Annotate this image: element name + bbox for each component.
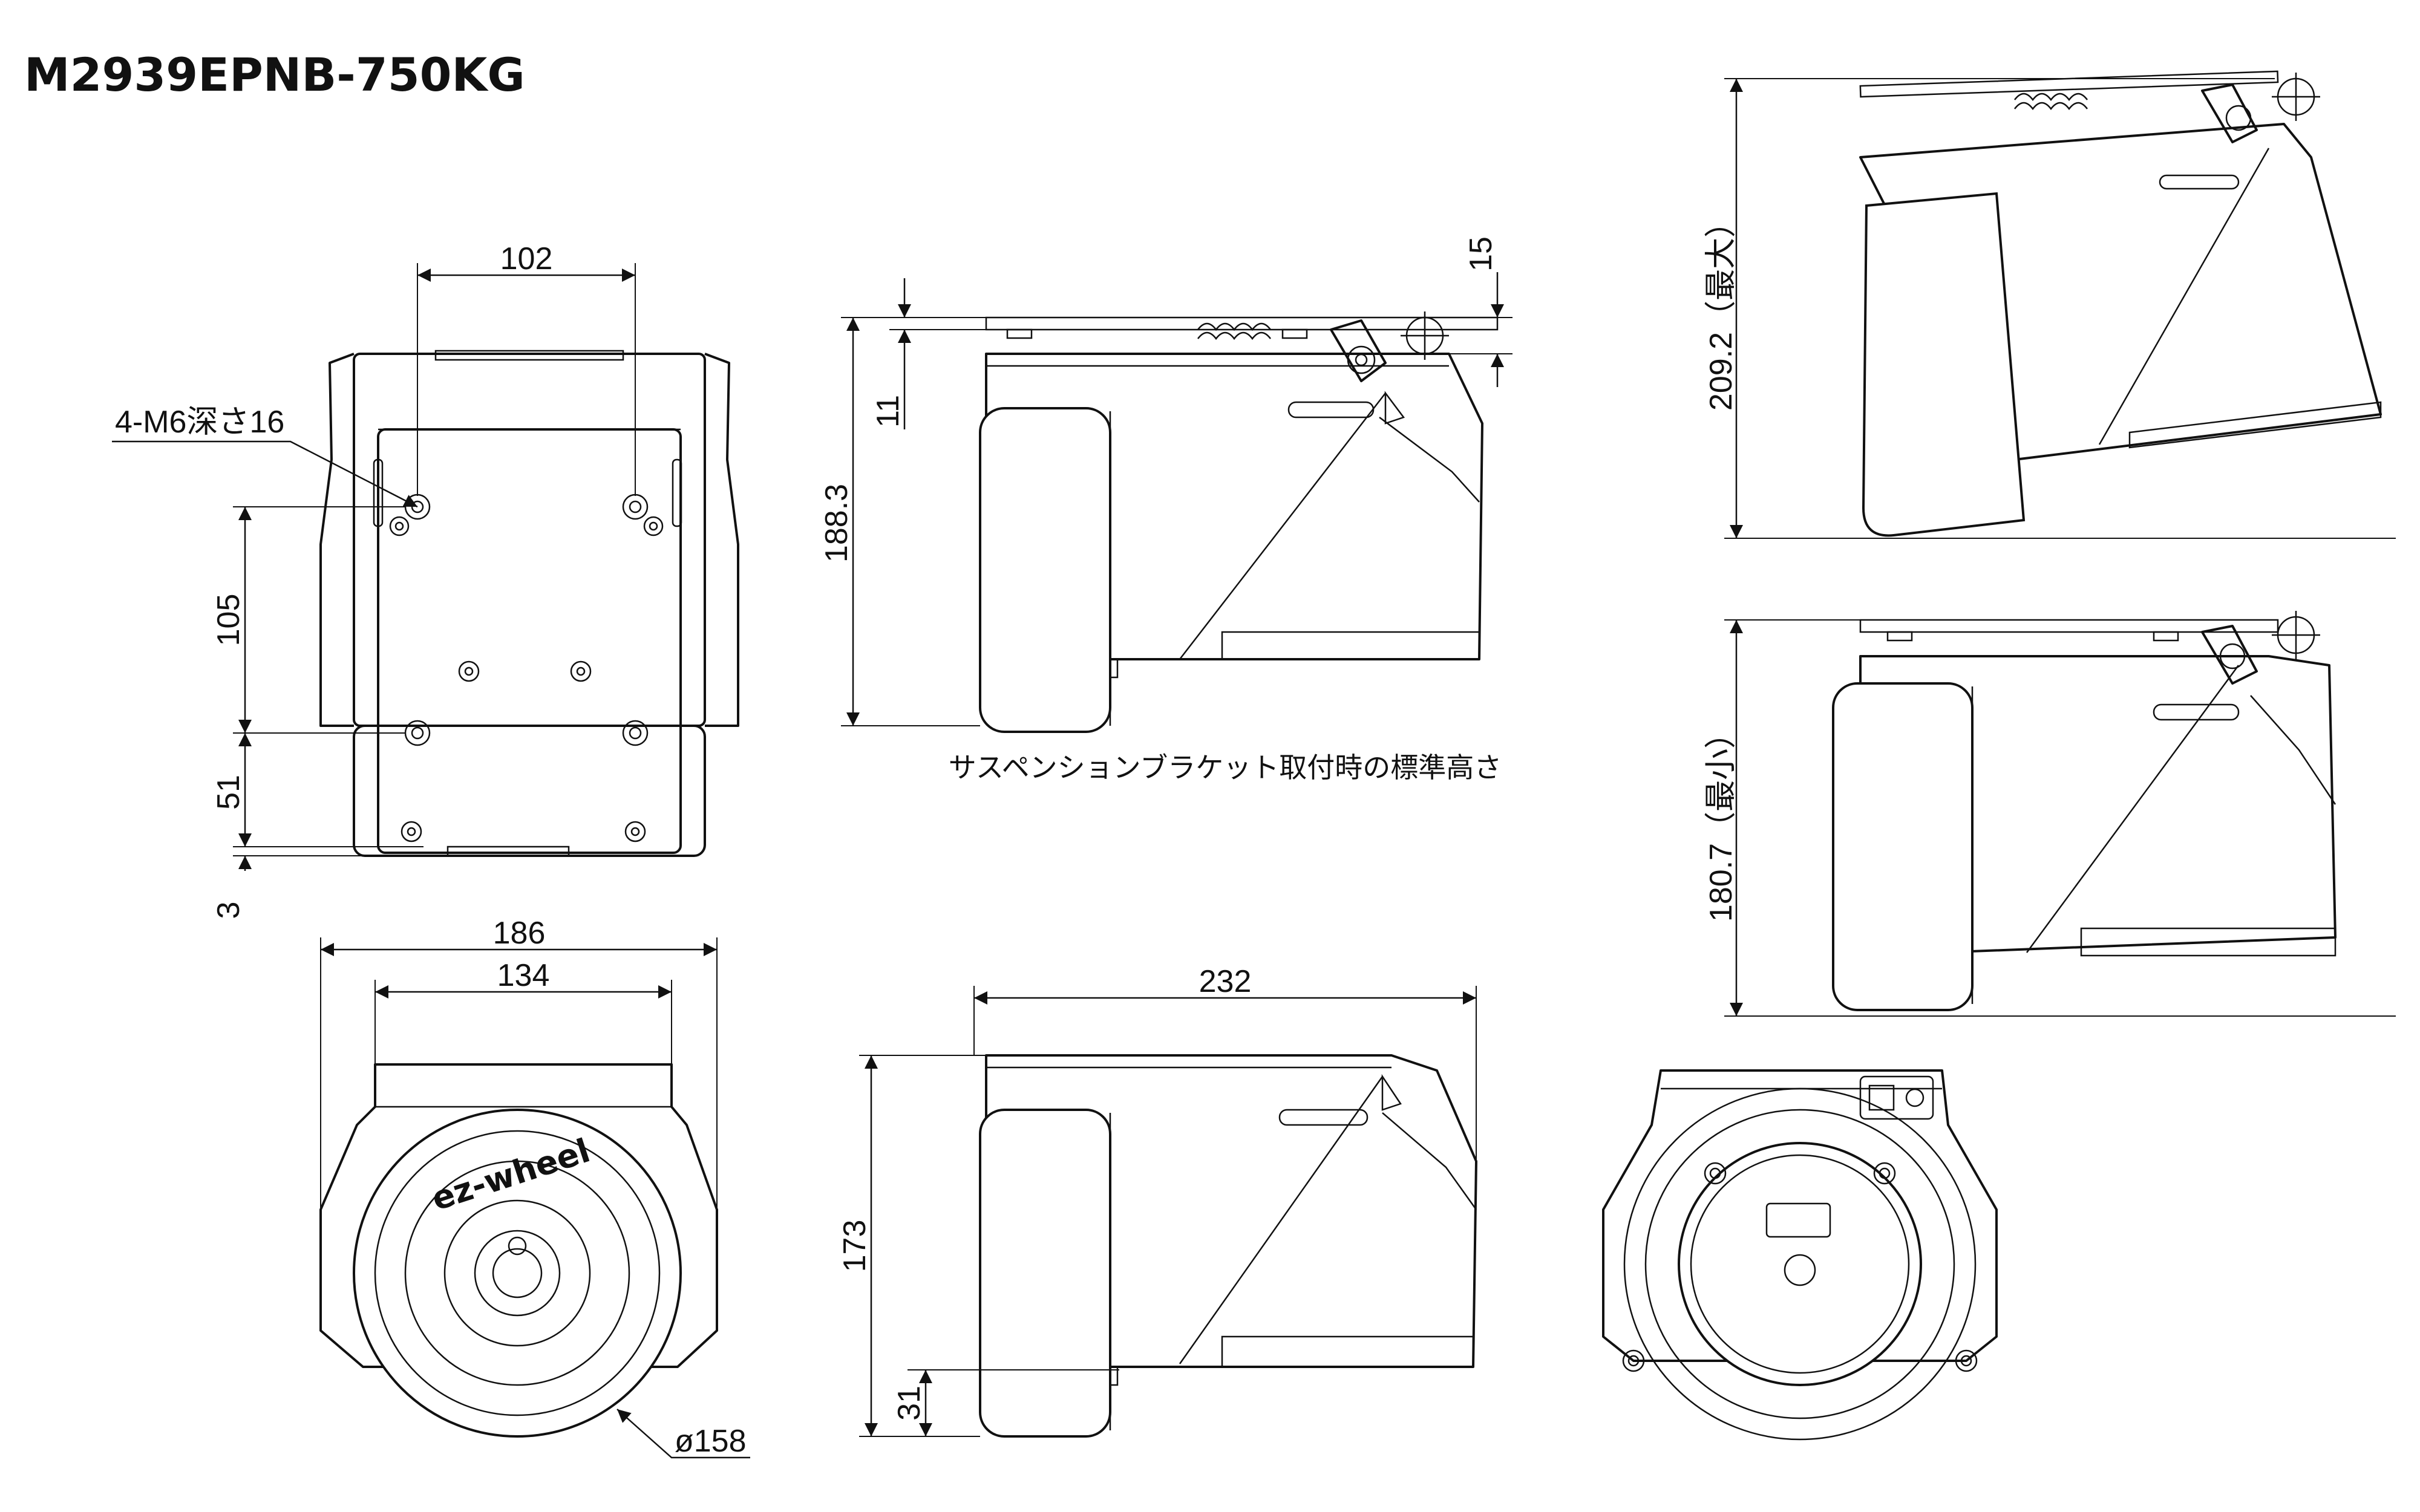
front-view-dimensions: 186 134 ø158	[320, 916, 750, 1459]
side-view-max-dimensions: 209.2（最大）	[1704, 78, 2396, 539]
top-view-dimensions: 102 4-M6深さ16 105 51 3	[112, 241, 636, 919]
side-view-standard-dimensions: 188.3 11 15 サスペンションブラケット取付時の標準高さ	[819, 236, 1512, 784]
rear-view	[1602, 1069, 1998, 1441]
dim-232: 232	[1199, 964, 1252, 999]
dim-186: 186	[493, 916, 546, 951]
dim-105: 105	[211, 594, 246, 647]
dim-180-7: 180.7（最小）	[1704, 717, 1739, 922]
dim-51: 51	[211, 775, 246, 810]
dim-188-3: 188.3	[819, 484, 854, 562]
dim-wheel-diameter: ø158	[675, 1424, 747, 1459]
dim-15: 15	[1463, 236, 1499, 272]
hole-note: 4-M6深さ16	[115, 405, 284, 440]
front-view: ez-wheel	[319, 1063, 718, 1438]
side-view-standard	[979, 311, 1499, 733]
side-view-max	[1859, 70, 2382, 537]
side-view-min-dimensions: 180.7（最小）	[1704, 619, 2396, 1017]
side-view-min	[1832, 611, 2337, 1011]
dim-31: 31	[892, 1386, 927, 1421]
top-view	[319, 350, 739, 857]
dim-134: 134	[497, 958, 550, 993]
side-view-body	[979, 1054, 1477, 1438]
standard-height-caption: サスペンションブラケット取付時の標準高さ	[949, 751, 1502, 784]
dim-3: 3	[211, 902, 246, 919]
dim-173: 173	[837, 1220, 872, 1272]
drawing-title: M2939EPNB-750KG	[24, 48, 525, 102]
side-view-body-dimensions: 173 31 232	[837, 964, 1477, 1437]
dim-102: 102	[500, 241, 553, 276]
dim-11: 11	[871, 395, 906, 428]
dim-209-2: 209.2（最大）	[1704, 206, 1739, 411]
